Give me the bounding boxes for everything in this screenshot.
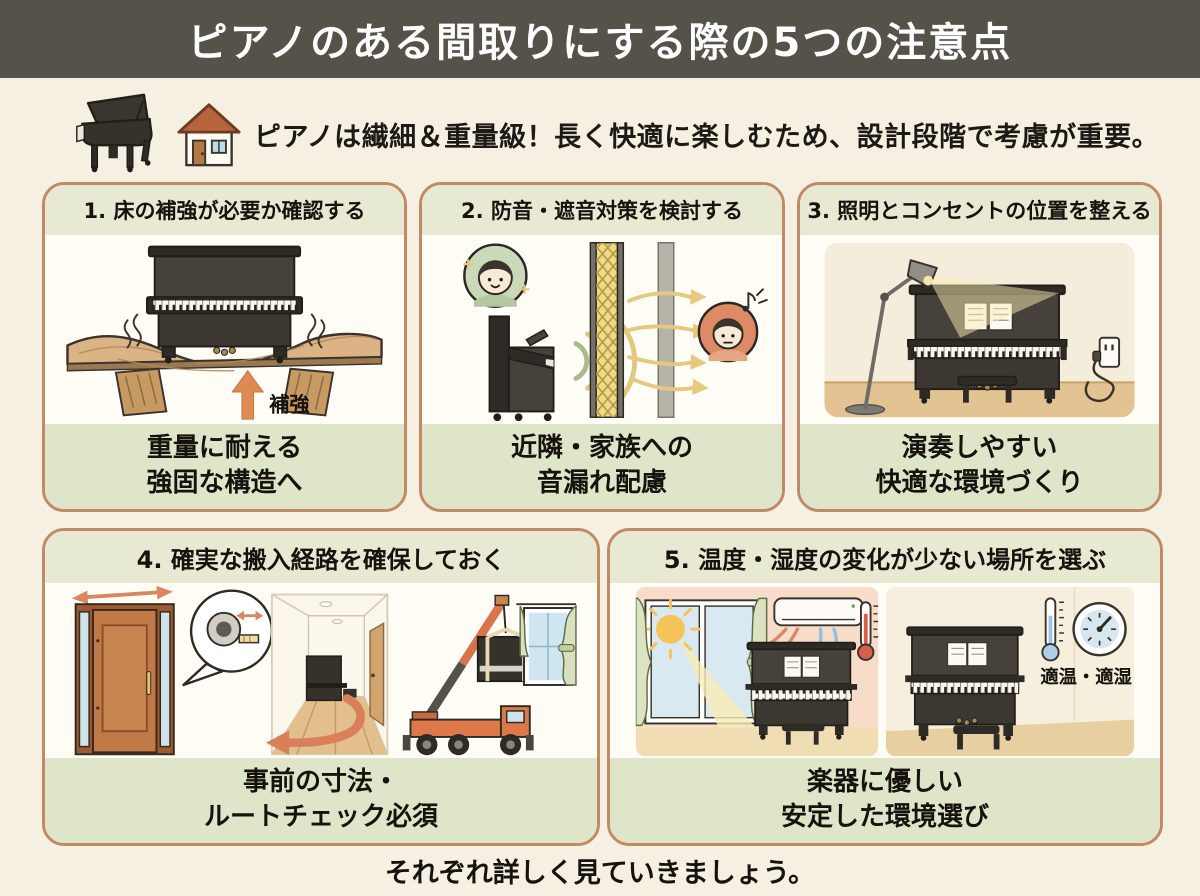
reinforcement-arrow-icon: 補強 <box>231 369 310 420</box>
happy-player-icon <box>463 243 530 308</box>
soundproofing-illustration <box>422 235 782 425</box>
room-scene <box>824 242 1135 418</box>
light-beam <box>927 275 1059 338</box>
caption-line-2: 強固な構造へ <box>146 467 303 498</box>
window-sun-icon <box>640 598 760 728</box>
window-icon <box>516 603 577 686</box>
caption-line-2: 音漏れ配慮 <box>536 467 667 498</box>
card-title: 1. 床の補強が必要か確認する <box>45 185 404 235</box>
card-caption: 事前の寸法・ ルートチェック必須 <box>45 758 597 843</box>
cool-thermometer-icon <box>1041 597 1064 662</box>
card-title: 2. 防音・遮音対策を検討する <box>422 185 782 235</box>
card-lighting-outlet: 3. 照明とコンセントの位置を整える <box>797 182 1162 512</box>
card-floor-reinforcement: 1. 床の補強が必要か確認する <box>42 182 407 512</box>
good-environment-panel: 適温・適湿 <box>885 586 1135 757</box>
upright-piano-icon <box>905 626 1025 741</box>
piano-bench-icon <box>957 375 1018 403</box>
moving-route-illustration <box>45 583 597 761</box>
comfort-label: 適温・適湿 <box>1040 666 1131 688</box>
caption-line-1: 近隣・家族への <box>510 433 693 464</box>
leaf-watermark-icon <box>1106 808 1173 852</box>
piano-bench-icon <box>953 725 1000 750</box>
wall-outlet-icon <box>1084 336 1121 403</box>
card-title: 3. 照明とコンセントの位置を整える <box>800 185 1159 235</box>
hygrometer-gauge-icon <box>1072 602 1127 657</box>
caption-line-2: 快適な環境づくり <box>875 467 1084 498</box>
support-beam-icon <box>114 367 335 417</box>
annoyed-neighbor-icon <box>697 288 768 363</box>
card-caption: 重量に耐える 強固な構造へ <box>45 424 404 509</box>
lighting-outlet-illustration <box>800 235 1159 425</box>
sound-leak-arrows-icon <box>627 289 710 395</box>
reinforcement-label: 補強 <box>268 392 310 416</box>
card-moving-route: 4. 確実な搬入経路を確保しておく <box>42 528 600 846</box>
page-title: ピアノのある間取りにする際の5つの注意点 <box>187 20 1013 66</box>
upright-piano-icon <box>123 245 326 364</box>
footer-text: それぞれ詳しく見ていきましょう。 <box>384 858 816 889</box>
caption-line-1: 演奏しやすい <box>901 433 1058 464</box>
hot-thermometer-icon <box>857 601 879 661</box>
card-title: 5. 温度・湿度の変化が少ない場所を選ぶ <box>610 531 1160 583</box>
caption-line-1: 重量に耐える <box>146 433 303 464</box>
card-soundproofing: 2. 防音・遮音対策を検討する <box>419 182 785 512</box>
front-door-icon <box>71 585 175 756</box>
floor-reinforcement-illustration: 補強 <box>45 235 404 425</box>
tape-measure-bubble-icon <box>182 589 274 687</box>
piano-bench-icon <box>782 723 825 745</box>
title-bar: ピアノのある間取りにする際の5つの注意点 <box>0 0 1200 78</box>
crane-icon <box>402 594 535 756</box>
caption-line-2: ルートチェック必須 <box>203 801 438 832</box>
insulated-wall-icon <box>589 242 625 418</box>
plain-wall-icon <box>657 242 675 418</box>
upright-piano-icon <box>745 641 858 740</box>
caption-line-2: 安定した環境選び <box>780 801 989 832</box>
caption-line-1: 楽器に優しい <box>806 767 963 798</box>
grand-piano-icon <box>76 93 153 173</box>
card-caption: 楽器に優しい 安定した環境選び <box>610 758 1160 843</box>
card-caption: 近隣・家族への 音漏れ配慮 <box>422 424 782 509</box>
hall-piano-icon <box>305 655 357 702</box>
upright-piano-side-icon <box>488 315 555 422</box>
bad-environment-panel <box>635 586 879 757</box>
route-arrow <box>282 694 365 748</box>
subtitle-text: ピアノは繊細＆重量級！長く快適に楽しむため、設計段階で考慮が重要。 <box>254 121 1160 153</box>
card-temperature-humidity: 適温・適湿 5. 温度・湿度の変化が少ない場所を選ぶ 楽器に優しい 安定した環境… <box>607 528 1163 846</box>
temperature-humidity-illustration: 適温・適湿 <box>610 583 1160 761</box>
subtitle-row: ピアノは繊細＆重量級！長く快適に楽しむため、設計段階で考慮が重要。 <box>68 92 1170 176</box>
floor-lamp-icon <box>844 259 938 416</box>
caption-line-1: 事前の寸法・ <box>242 767 399 798</box>
hallway-icon <box>266 593 389 756</box>
card-title: 4. 確実な搬入経路を確保しておく <box>45 531 597 583</box>
card-caption: 演奏しやすい 快適な環境づくり <box>800 424 1159 509</box>
house-icon <box>177 103 241 167</box>
